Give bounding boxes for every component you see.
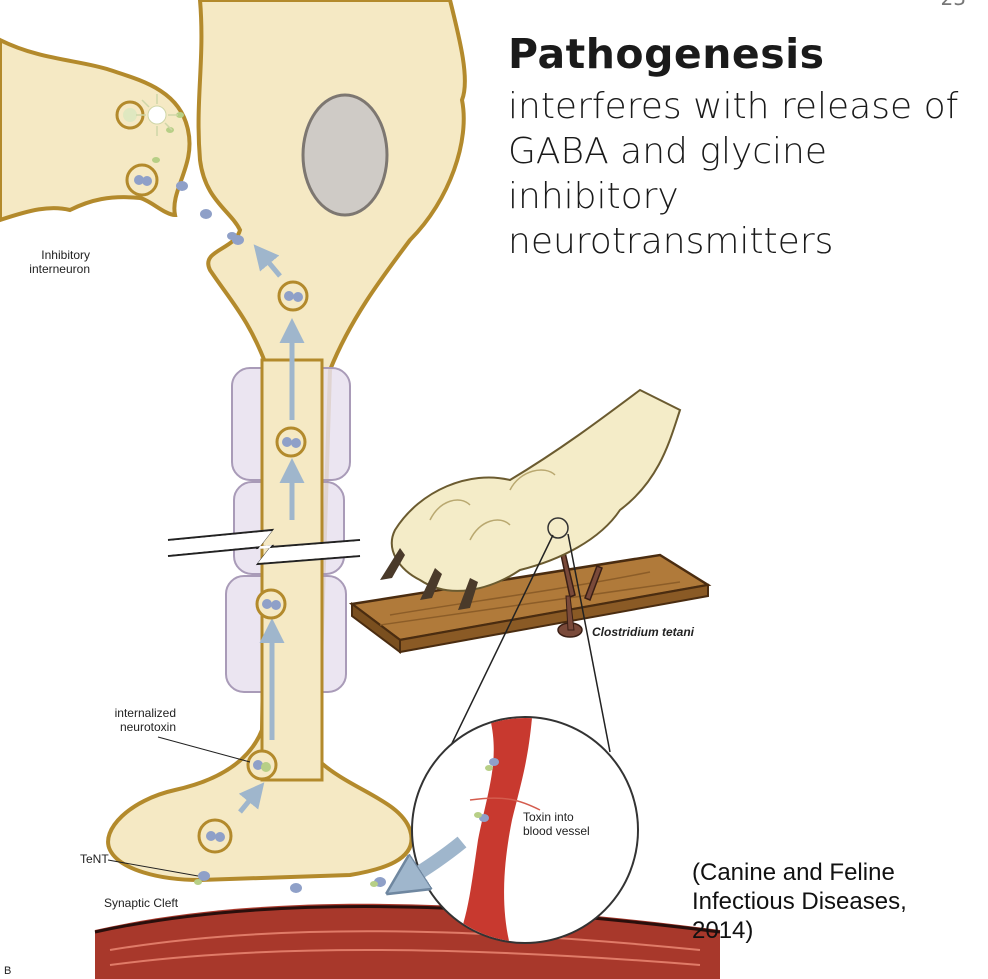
citation-line: (Canine and Feline (692, 858, 982, 887)
label-internalized-neurotoxin: internalized neurotoxin (104, 706, 176, 734)
muscle-fiber (95, 904, 720, 979)
inhibitory-interneuron (0, 40, 190, 220)
citation-line: 2014) (692, 916, 982, 945)
citation: (Canine and Feline Infectious Diseases, … (692, 858, 982, 945)
slide-subtitle: interferes with release of GABA and glyc… (508, 84, 978, 264)
label-tent: TeNT (80, 852, 109, 866)
page-number: 23 (941, 0, 966, 10)
wound-site-marker (548, 518, 568, 538)
label-toxin-into-blood-vessel: Toxin into blood vessel (523, 810, 590, 838)
subtitle-line: neurotransmitters (508, 219, 978, 264)
nucleus (303, 95, 387, 215)
subtitle-line: GABA and glycine inhibitory (508, 129, 978, 219)
slide-title: Pathogenesis (508, 30, 825, 78)
subtitle-line: interferes with release of (508, 84, 978, 129)
citation-line: Infectious Diseases, (692, 887, 982, 916)
label-clostridium-tetani: Clostridium tetani (592, 625, 694, 639)
label-synaptic-cleft: Synaptic Cleft (104, 896, 178, 910)
label-inhibitory-interneuron: Inhibitory interneuron (18, 248, 90, 276)
panel-letter: B (4, 964, 11, 978)
